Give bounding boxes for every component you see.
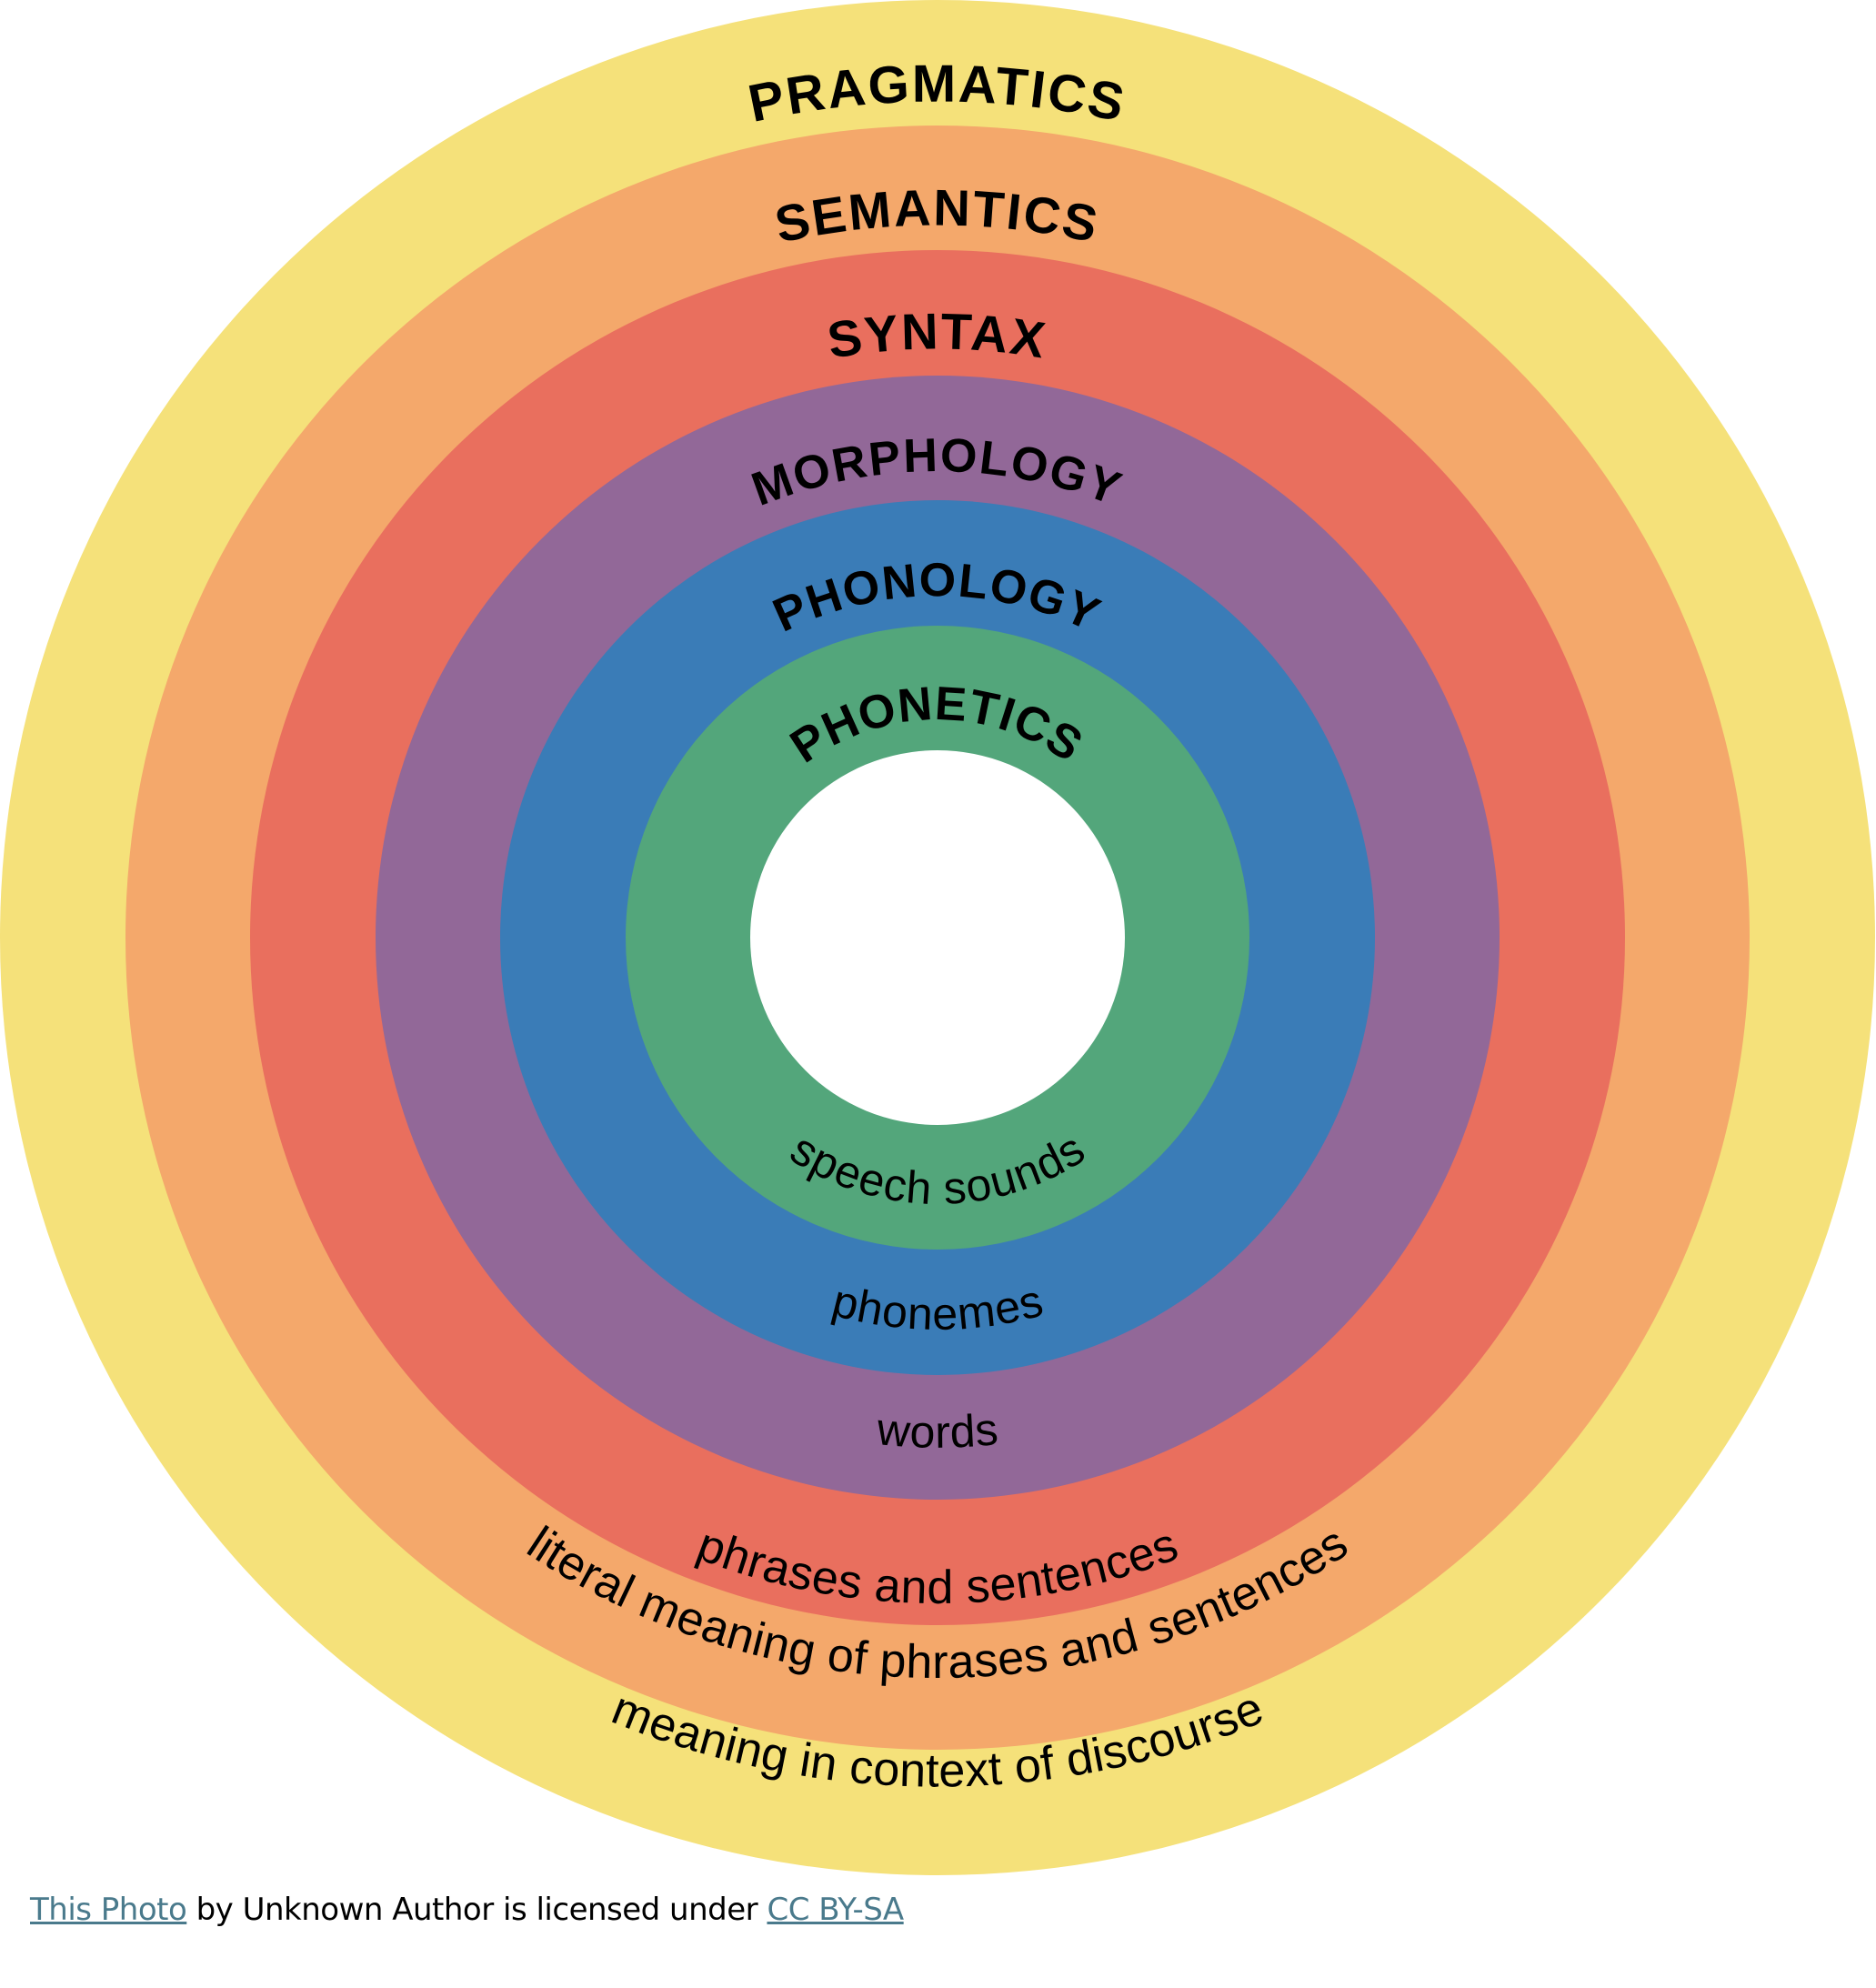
- attribution-caption: This Photo by Unknown Author is licensed…: [30, 1892, 904, 1928]
- layer-description-morphology: words: [874, 1403, 1000, 1458]
- layer-title-syntax: SYNTAX: [824, 302, 1052, 369]
- license-link[interactable]: CC BY-SA: [767, 1892, 904, 1928]
- center-circle: [750, 750, 1125, 1125]
- photo-link[interactable]: This Photo: [30, 1892, 187, 1928]
- attribution-text: by Unknown Author is licensed under: [186, 1892, 767, 1928]
